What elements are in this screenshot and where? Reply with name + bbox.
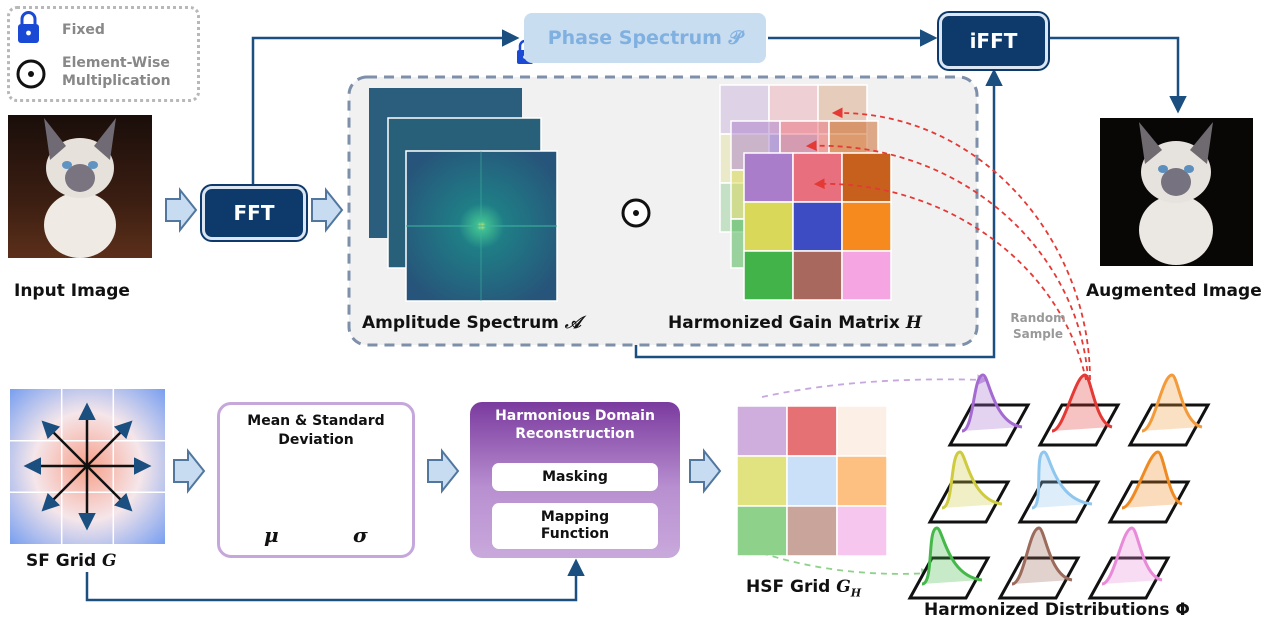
- distribution-curve: [1121, 450, 1183, 510]
- sf-grid-label: SF Grid G: [26, 551, 117, 571]
- block-arrow-fft-amplitude: [311, 187, 344, 233]
- block-arrow-hdr-hsf: [689, 448, 722, 494]
- hsf-cell: [836, 455, 888, 507]
- distribution-fill: [922, 528, 982, 584]
- hsf-cell: [786, 505, 838, 557]
- gain-cell: [792, 201, 843, 252]
- mapping-function-box: Mapping Function: [492, 503, 658, 549]
- legend-fixed-label: Fixed: [62, 22, 105, 38]
- distribution-curve: [941, 450, 1003, 510]
- distribution-tile: [1107, 480, 1191, 524]
- hsf-to-dist-bottom-arrow: [761, 552, 933, 579]
- hsf-grid-label: HSF Grid GH: [746, 577, 862, 600]
- hsf-cell: [736, 405, 788, 457]
- input-image-label: Input Image: [14, 281, 130, 301]
- hdr-title-1: Harmonious Domain: [495, 408, 655, 424]
- hsf-to-dist-top-arrow: [761, 374, 989, 398]
- distributions-label: Harmonized Distributions Φ: [924, 600, 1190, 620]
- distribution-tile: [997, 556, 1081, 600]
- hsf-cell: [736, 505, 788, 557]
- hsf-cell: [836, 505, 888, 557]
- sigma-label: σ: [353, 523, 368, 547]
- distribution-curve: [961, 373, 1023, 433]
- amplitude-spectrum-stack: [369, 88, 558, 302]
- block-arrow-ms-hdr: [427, 448, 460, 494]
- mean-std-title-2: Deviation: [278, 432, 354, 448]
- random-sample-label-2: Sample: [1012, 327, 1064, 341]
- gain-cell: [792, 152, 843, 203]
- block-arrow-sf-ms: [173, 448, 206, 494]
- hsf-grid: [736, 405, 888, 557]
- star-arrows-icon: [23, 402, 152, 531]
- legend-mult-label-2: Multiplication: [62, 73, 171, 89]
- ifft-block: iFFT: [939, 13, 1048, 69]
- ifft-to-output-arrow: [1048, 36, 1187, 114]
- distribution-fill: [1052, 375, 1112, 431]
- sf-grid: [10, 389, 165, 544]
- mu-label: μ: [264, 523, 279, 547]
- hsf-cell: [836, 405, 888, 457]
- gain-matrix-stack: [719, 84, 892, 301]
- gain-cell: [743, 201, 794, 252]
- hsf-cell: [736, 455, 788, 507]
- distribution-fill: [1142, 375, 1202, 431]
- lock-icon: [18, 11, 39, 43]
- gain-cell: [841, 201, 892, 252]
- legend-box: Fixed Element-Wise Multiplication: [7, 6, 200, 102]
- mapping-label-1: Mapping: [540, 509, 610, 525]
- distribution-curve: [1051, 373, 1113, 433]
- distribution-curve: [1031, 450, 1093, 510]
- hdr-title-2: Reconstruction: [515, 426, 635, 442]
- gain-cell: [743, 152, 794, 203]
- gain-cell: [841, 250, 892, 301]
- distribution-fill: [1122, 452, 1182, 508]
- augmented-image: [1100, 118, 1253, 266]
- distribution-fill: [1032, 452, 1092, 508]
- gain-cell: [841, 152, 892, 203]
- distribution-curve: [1101, 526, 1163, 586]
- augmented-image-label: Augmented Image: [1086, 281, 1262, 301]
- distribution-tile: [1037, 403, 1121, 447]
- hdr-block: Harmonious Domain Reconstruction Masking…: [470, 402, 680, 558]
- hsf-cell: [786, 405, 838, 457]
- fft-block: FFT: [202, 186, 306, 240]
- mapping-label-2: Function: [540, 526, 610, 542]
- gain-cell: [792, 250, 843, 301]
- mean-std-box: Mean & Standard Deviation μ σ: [217, 402, 415, 558]
- multiply-operator-icon: [621, 198, 651, 228]
- distribution-curve: [1011, 526, 1073, 586]
- distribution-grid: [907, 373, 1211, 600]
- input-image: [8, 115, 152, 258]
- fft-to-phase-arrow: [251, 29, 520, 185]
- distribution-curve: [921, 526, 983, 586]
- random-sample-arrows: [805, 107, 1091, 381]
- mean-std-title-1: Mean & Standard: [247, 413, 385, 429]
- masking-box: Masking: [492, 463, 658, 491]
- amplitude-spectrum-label: Amplitude Spectrum 𝒜: [362, 313, 581, 333]
- distribution-fill: [1102, 528, 1162, 584]
- block-arrow-input-fft: [165, 187, 198, 233]
- random-sample-label-1: Random: [1010, 311, 1066, 325]
- distribution-curve: [1141, 373, 1203, 433]
- sf-to-hdr-arrow: [85, 558, 585, 602]
- phase-spectrum-block: Phase Spectrum 𝒫: [524, 13, 766, 63]
- gain-cell: [743, 250, 794, 301]
- legend-mult-label-1: Element-Wise: [62, 55, 170, 71]
- gain-matrix-label: Harmonized Gain Matrix H: [668, 313, 922, 333]
- odot-icon: [16, 59, 46, 89]
- hsf-cell: [786, 455, 838, 507]
